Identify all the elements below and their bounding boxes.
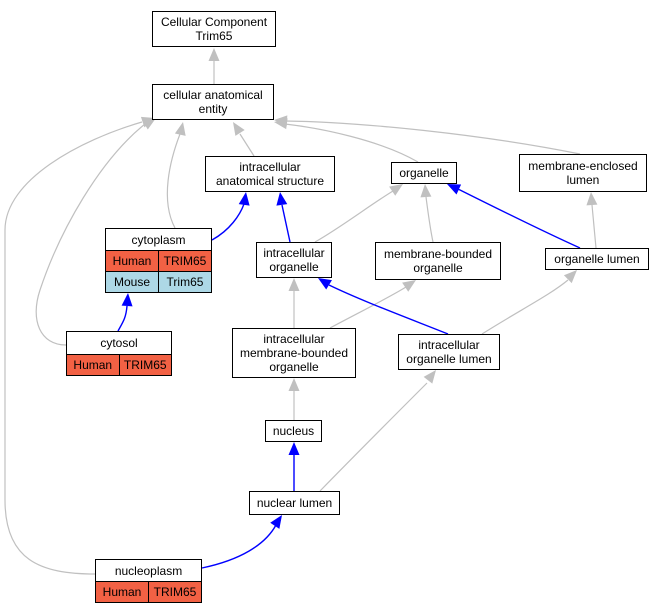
- node-label: cytoplasm: [131, 232, 186, 247]
- node-label-line-1: membrane-enclosed: [528, 159, 638, 173]
- node-label-line-2: anatomical structure: [215, 174, 325, 188]
- node-title: cytoplasm: [106, 229, 211, 250]
- node-label-line-1: intracellular: [239, 160, 301, 174]
- node-label: nucleus: [272, 424, 315, 438]
- edge-nucleoplasm-to-cae: [4, 116, 155, 575]
- arrowhead: [238, 192, 250, 206]
- node-label: nucleoplasm: [114, 563, 183, 578]
- gene-cell: TRIM65: [158, 251, 211, 271]
- node-label-line-1: cellular anatomical: [163, 88, 263, 102]
- node-membrane-enclosed-lumen[interactable]: membrane-enclosed lumen: [519, 154, 647, 192]
- edge-nucleoplasm-to-nl: [201, 515, 282, 569]
- arrowhead: [420, 184, 432, 198]
- edge-cytoplasm-to-cae: [166, 122, 186, 229]
- arrowhead: [447, 184, 462, 195]
- edge-ias-to-cae: [233, 122, 255, 157]
- node-label-line-1: intracellular: [263, 246, 325, 260]
- arrowhead: [389, 184, 403, 196]
- annotation-row: Human TRIM65: [67, 354, 171, 375]
- arrowhead: [270, 515, 282, 529]
- edge-ol-to-mel: [586, 192, 598, 249]
- node-intracellular-anatomical-structure[interactable]: intracellular anatomical structure: [205, 156, 335, 192]
- arrowhead: [276, 192, 288, 206]
- node-label-line-2: organelle: [413, 261, 463, 275]
- arrowhead: [288, 378, 300, 391]
- edge-nucleus-to-imbo: [288, 378, 300, 420]
- node-membrane-bounded-organelle[interactable]: membrane-bounded organelle: [375, 242, 501, 280]
- node-nucleoplasm[interactable]: nucleoplasm Human TRIM65: [95, 559, 202, 603]
- node-nuclear-lumen[interactable]: nuclear lumen: [249, 491, 340, 515]
- node-organelle[interactable]: organelle: [391, 162, 457, 184]
- node-intracellular-organelle[interactable]: intracellular organelle: [256, 242, 332, 278]
- edge-nl-to-iol: [319, 370, 436, 492]
- species-cell: Human: [67, 355, 119, 375]
- node-label: organelle: [399, 166, 449, 180]
- node-cytoplasm[interactable]: cytoplasm Human TRIM65 Mouse Trim65: [105, 228, 212, 293]
- node-organelle-lumen[interactable]: organelle lumen: [545, 248, 649, 270]
- node-label-line-2: lumen: [566, 173, 600, 187]
- node-label: cytosol: [100, 336, 138, 350]
- edge-cae-to-cc: [208, 48, 220, 84]
- node-title: nucleoplasm: [96, 560, 201, 581]
- species-cell: Human: [96, 582, 148, 602]
- edge-ol-to-organelle: [447, 184, 581, 249]
- arrowhead: [563, 270, 577, 284]
- gene-cell: TRIM65: [148, 582, 201, 602]
- edge-cytoplasm-to-ias: [211, 192, 250, 241]
- edge-imbo-to-mbo: [329, 280, 416, 329]
- arrowhead: [140, 116, 155, 128]
- arrowhead: [274, 115, 288, 127]
- annotation-row: Human TRIM65: [96, 581, 201, 602]
- node-label-line-2: Trim65: [195, 29, 233, 43]
- edge-mbo-to-organelle: [420, 184, 434, 243]
- node-cytosol[interactable]: cytosol Human TRIM65: [66, 331, 172, 376]
- edge-iol-to-io: [318, 278, 449, 335]
- arrowhead: [318, 278, 332, 290]
- edge-iol-to-ol: [481, 270, 577, 335]
- arrowhead: [402, 280, 416, 292]
- node-label-line-1: Cellular Component: [160, 15, 268, 29]
- arrowhead: [586, 192, 598, 206]
- node-label-line-1: intracellular: [263, 332, 325, 346]
- gene-cell: Trim65: [158, 272, 211, 292]
- edge-nl-to-nucleus: [288, 442, 300, 491]
- species-cell: Mouse: [106, 272, 158, 292]
- edge-io-to-organelle: [314, 184, 403, 243]
- node-label-line-2: membrane-bounded: [239, 346, 349, 360]
- arrowhead: [121, 293, 133, 307]
- arrowhead: [174, 122, 186, 136]
- node-title: cytosol: [67, 332, 171, 354]
- gene-cell: TRIM65: [118, 355, 171, 375]
- arrowhead: [288, 442, 300, 455]
- node-label: nuclear lumen: [256, 496, 333, 510]
- node-intracellular-membrane-bounded-organelle[interactable]: intracellular membrane-bounded organelle: [232, 328, 356, 378]
- species-cell: Human: [106, 251, 158, 271]
- annotation-row: Human TRIM65: [106, 250, 211, 271]
- node-label-line-1: membrane-bounded: [383, 247, 493, 261]
- arrowhead: [423, 370, 436, 384]
- edge-mel-to-cae: [274, 115, 581, 155]
- node-label: organelle lumen: [554, 252, 640, 266]
- edge-io-to-ias: [276, 192, 291, 243]
- annotation-row: Mouse Trim65: [106, 271, 211, 292]
- arrowhead: [208, 48, 220, 61]
- edge-cytosol-to-cytoplasm: [117, 293, 133, 332]
- node-cellular-component-trim65[interactable]: Cellular Component Trim65: [152, 11, 276, 47]
- node-nucleus[interactable]: nucleus: [265, 420, 322, 442]
- node-label-line-1: intracellular: [418, 338, 480, 352]
- node-label-line-3: organelle: [269, 360, 319, 374]
- node-label-line-2: entity: [198, 102, 228, 116]
- node-cellular-anatomical-entity[interactable]: cellular anatomical entity: [152, 84, 274, 120]
- edge-imbo-to-io: [288, 278, 300, 328]
- node-intracellular-organelle-lumen[interactable]: intracellular organelle lumen: [398, 334, 500, 370]
- node-label-line-2: organelle: [269, 260, 319, 274]
- arrowhead: [288, 278, 300, 291]
- arrowhead: [233, 122, 245, 136]
- node-label-line-2: organelle lumen: [406, 352, 492, 366]
